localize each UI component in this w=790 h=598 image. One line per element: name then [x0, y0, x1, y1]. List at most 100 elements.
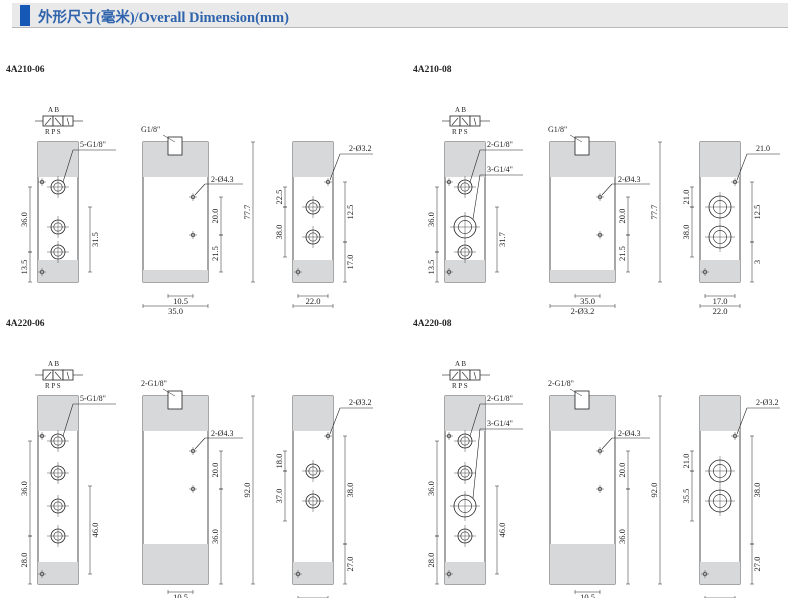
front-view-shade	[700, 142, 740, 177]
header-band	[12, 3, 788, 28]
symbol-box	[42, 115, 54, 127]
dimension-label: 2-Ø4.3	[618, 429, 640, 438]
symbol-label-bottom: R P S	[452, 382, 468, 390]
section-title: 外形尺寸(毫米)/Overall Dimension(mm)	[38, 10, 289, 26]
port-label: 5-G1/8"	[80, 394, 106, 403]
leader-line	[469, 149, 481, 183]
symbol-label-top: A B	[455, 360, 466, 368]
dimension-label: 36.0	[19, 212, 29, 227]
model-drawing-4a210-06: 4A210-06A BR P S5-G1/8"36.013.531.5G1/8"…	[6, 65, 373, 316]
dimension-label: 77.7	[242, 205, 252, 220]
symbol-box	[459, 369, 471, 381]
dimension-label: 13.5	[426, 260, 436, 275]
dimension-label: 21.0	[681, 454, 691, 469]
dimension-label: 36.0	[426, 212, 436, 227]
symbol-arrow	[44, 371, 52, 380]
end-view-shade	[445, 260, 485, 282]
leader-line	[472, 174, 481, 220]
end-view-shade	[445, 396, 485, 431]
dimension-label: 38.0	[345, 483, 355, 498]
port-label: G1/8"	[141, 125, 160, 134]
model-title: 4A220-08	[413, 319, 452, 329]
port-label: G1/8"	[548, 125, 567, 134]
dimension-label: 31.5	[90, 232, 100, 247]
model-title: 4A210-08	[413, 65, 452, 75]
header-accent-mark	[20, 5, 30, 26]
leader-line	[62, 403, 74, 437]
dimension-label: 18.0	[274, 454, 284, 469]
dimension-label: 27.0	[752, 557, 762, 572]
dimension-label: 10.5	[173, 296, 188, 306]
dimension-label: 20.0	[617, 209, 627, 224]
symbol-box	[42, 369, 54, 381]
dimension-label: 27.0	[345, 557, 355, 572]
top-port	[574, 136, 590, 156]
end-view-shade	[445, 562, 485, 584]
leader-line	[162, 134, 176, 143]
dimension-label: 21.0	[681, 190, 691, 205]
symbol-box	[52, 115, 64, 127]
dimension-label: 2-Ø4.3	[211, 175, 233, 184]
leader-line	[194, 183, 206, 196]
symbol-spring	[66, 117, 70, 126]
dimension-label: 20.0	[210, 463, 220, 478]
dimension-label: 36.0	[617, 529, 627, 544]
side-view-shade	[143, 270, 208, 282]
port-label: 2-G1/8"	[487, 394, 513, 403]
dimension-label: 28.0	[19, 553, 29, 568]
dimension-label: 38.0	[274, 225, 284, 240]
port-label: 2-G1/8"	[141, 379, 167, 388]
leader-line	[569, 134, 583, 143]
symbol-arrow	[44, 117, 52, 126]
front-view-shade	[293, 396, 333, 431]
symbol-spring	[473, 117, 477, 126]
symbol-label-top: A B	[455, 106, 466, 114]
leader-line	[329, 153, 341, 181]
model-title: 4A220-06	[6, 319, 45, 329]
symbol-box	[449, 115, 461, 127]
dimension-label: 22.0	[713, 306, 728, 316]
leader-line	[472, 428, 481, 499]
dimension-label: 36.0	[426, 481, 436, 496]
symbol-label-bottom: R P S	[45, 128, 61, 136]
dimension-label: 28.0	[426, 553, 436, 568]
dimension-label: 35.0	[580, 296, 595, 306]
port-label: 3-G1/4"	[487, 165, 513, 174]
dimension-label: 21.5	[617, 246, 627, 261]
dimension-label: 35.0	[168, 306, 183, 316]
port-label: 2-G1/8"	[548, 379, 574, 388]
end-view-shade	[38, 142, 78, 177]
dimension-label: 92.0	[242, 483, 252, 498]
dimension-label: 77.7	[649, 205, 659, 220]
symbol-box	[52, 369, 64, 381]
end-view-shade	[38, 260, 78, 282]
symbol-spring	[66, 371, 70, 380]
section-header: 外形尺寸(毫米)/Overall Dimension(mm)	[0, 0, 790, 30]
dimension-label: 2-Ø3.2	[571, 306, 595, 316]
dimension-label: 2-Ø3.2	[349, 398, 371, 407]
dimension-label: 2-Ø4.3	[211, 429, 233, 438]
symbol-arrow	[54, 371, 62, 380]
dimension-label: 12.5	[752, 205, 762, 220]
top-port	[167, 390, 183, 410]
front-view-shade	[293, 142, 333, 177]
dimension-label: 22.5	[274, 190, 284, 205]
dimension-label: 3	[752, 260, 762, 264]
dimension-label: 38.0	[752, 483, 762, 498]
dimension-label: 31.7	[497, 232, 507, 247]
dimension-label: 10.5	[173, 592, 188, 598]
side-view-shade	[550, 270, 615, 282]
end-view-shade	[38, 562, 78, 584]
dimension-label: 36.0	[19, 481, 29, 496]
symbol-label-top: A B	[48, 360, 59, 368]
dimension-label: 46.0	[497, 523, 507, 538]
symbol-arrow	[461, 117, 469, 126]
symbol-label-bottom: R P S	[452, 128, 468, 136]
dimension-label: 2-Ø3.2	[756, 398, 778, 407]
leader-line	[62, 149, 74, 183]
symbol-arrow	[461, 371, 469, 380]
port-label: 3-G1/4"	[487, 419, 513, 428]
symbol-arrow	[451, 371, 459, 380]
dimension-label: 17.0	[713, 296, 728, 306]
